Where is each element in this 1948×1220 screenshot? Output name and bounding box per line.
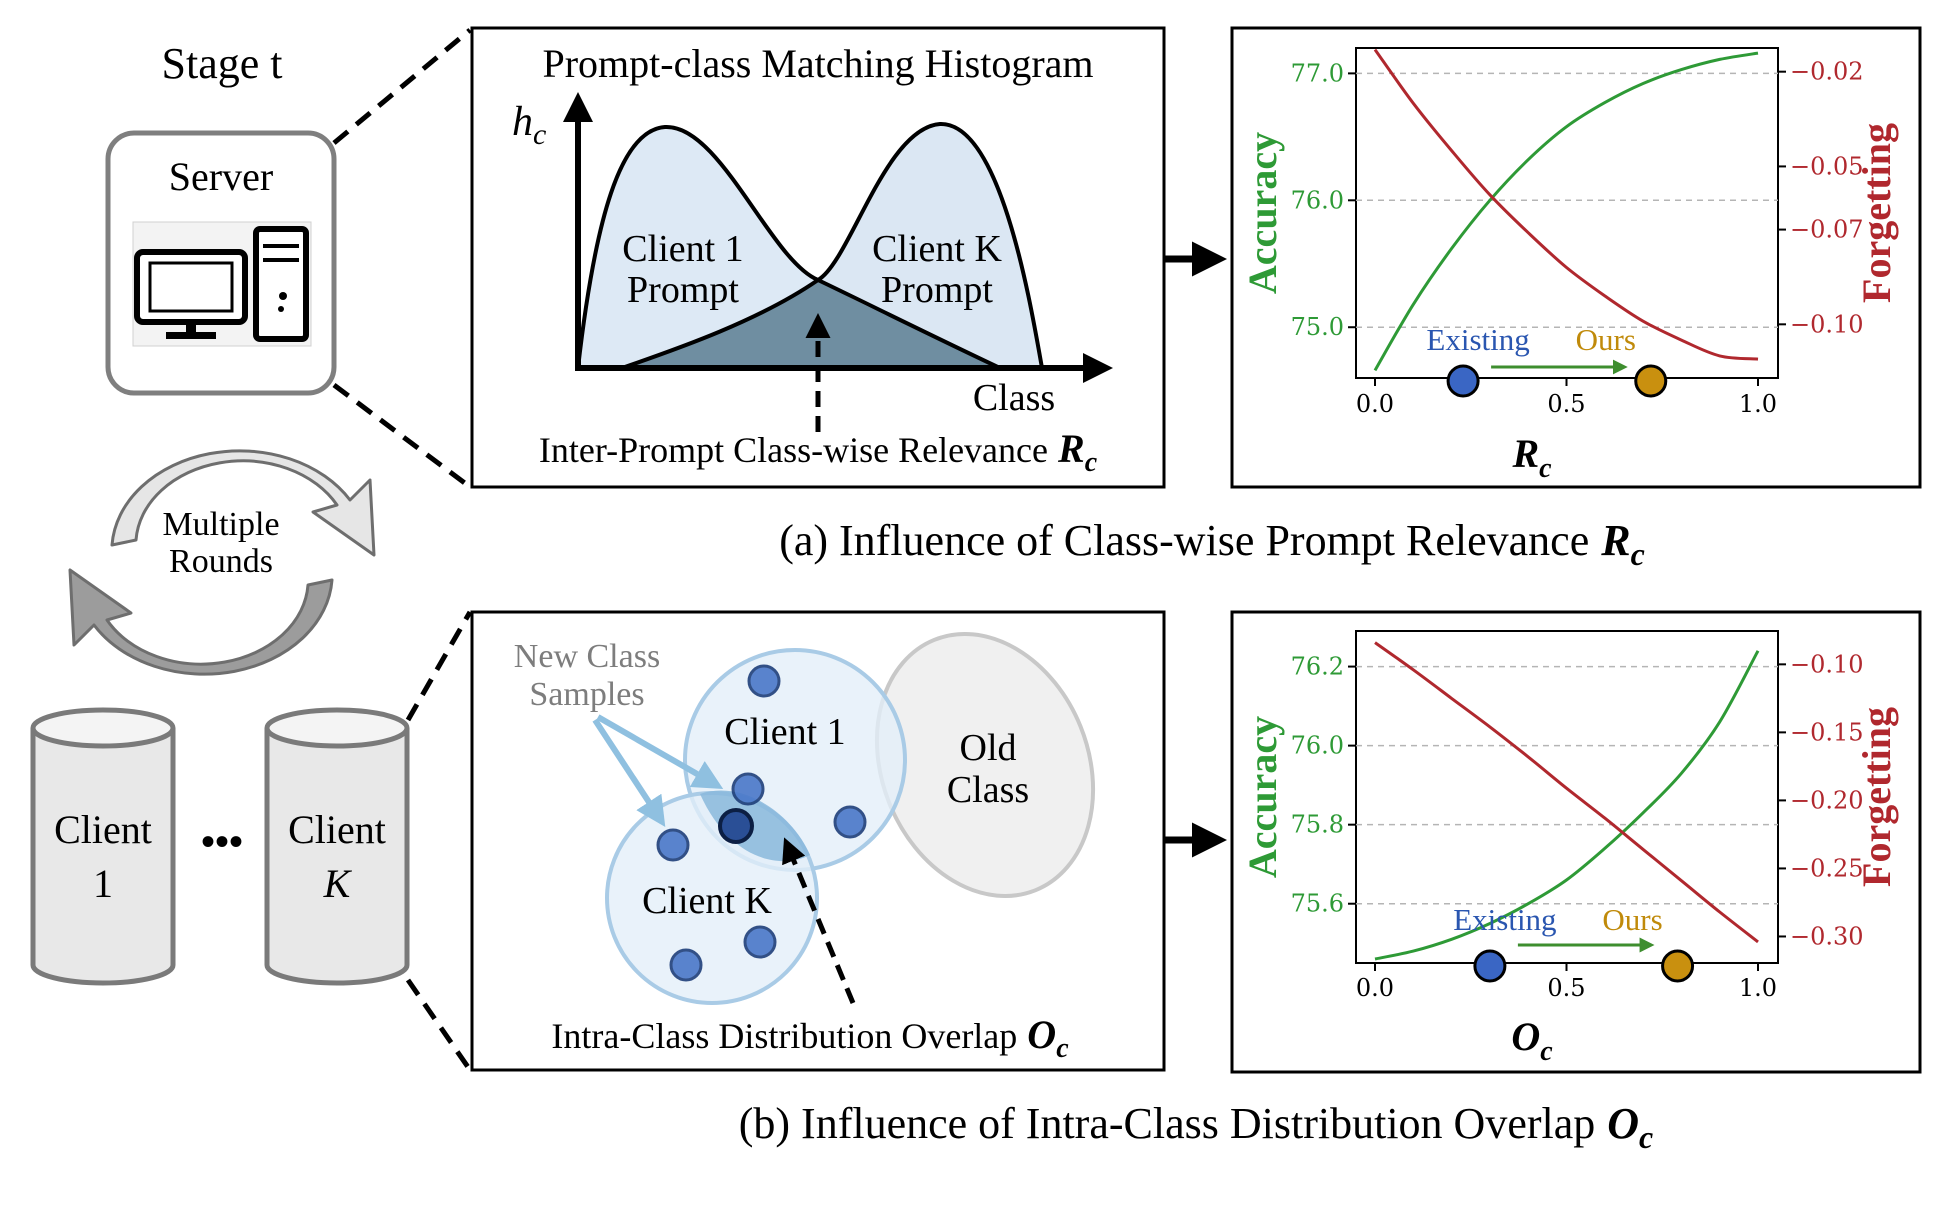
old-class-label-line1: Old	[960, 727, 1017, 769]
chart-b-x-tick-label: 0.5	[1547, 974, 1585, 1002]
new-class-samples-label-line2: Samples	[529, 676, 644, 713]
old-class-region: Old Class	[874, 632, 1096, 898]
chart-a-x-tick-label: 1.0	[1739, 390, 1777, 418]
zoom-line-top-a	[332, 28, 472, 145]
new-class-samples-label-line1: New Class	[514, 638, 660, 675]
chart-a-y-axis-label: Accuracy	[1240, 132, 1285, 294]
chart-b-x-tick-label: 0.0	[1356, 974, 1394, 1002]
client-k-index: K	[323, 861, 353, 906]
client-k-label: Client	[288, 807, 386, 852]
server-label: Server	[169, 154, 273, 199]
chart-a-y-tick-label: 76.0	[1291, 186, 1344, 214]
chart-b-ours-label: Ours	[1602, 902, 1662, 937]
chart-b-y2-tick-label: −0.10	[1790, 650, 1864, 678]
stage-title: Stage t	[162, 39, 283, 88]
sample-points	[656, 664, 867, 982]
chart-a-x-tick-label: 0.5	[1547, 390, 1585, 418]
histogram-y-axis-label: hc	[512, 99, 546, 151]
client-1-distribution-label: Client 1	[724, 711, 845, 753]
chart-b-series-forgetting	[1374, 641, 1759, 944]
chart-b-y-tick-label: 75.8	[1291, 811, 1344, 839]
chart-b-y-tick-label: 75.6	[1291, 890, 1344, 918]
client-1-prompt-label-line1: Client 1	[622, 228, 743, 270]
chart-b-series-accuracy	[1374, 650, 1760, 961]
client-1-database-icon: Client 1	[30, 707, 176, 986]
client-k-prompt-label-line2: Prompt	[881, 269, 993, 311]
chart-a-ours-marker	[1634, 364, 1668, 398]
computer-icon	[132, 221, 312, 347]
chart-a-y2-axis-label: Forgetting	[1854, 123, 1899, 303]
client-k-distribution-label: Client K	[642, 880, 772, 922]
client-k-prompt-label-line1: Client K	[872, 228, 1002, 270]
chart-a-y2-tick-label: −0.07	[1790, 216, 1864, 244]
sample-point	[669, 948, 703, 982]
sample-point	[731, 772, 765, 806]
histogram-title: Prompt-class Matching Histogram	[542, 41, 1093, 86]
chart-b-ours-marker	[1661, 949, 1695, 983]
zoom-line-bottom-a	[332, 383, 472, 489]
chart-a-existing-marker	[1446, 364, 1480, 398]
chart-b-y-tick-label: 76.2	[1291, 653, 1344, 681]
caption-a: (a) Influence of Class-wise Prompt Relev…	[779, 516, 1645, 572]
clients-ellipsis: •••	[201, 819, 243, 864]
client-1-prompt-label-line2: Prompt	[627, 269, 739, 311]
rounds-label-line2: Rounds	[169, 543, 273, 580]
chart-b-y2-tick-label: −0.15	[1790, 718, 1864, 746]
chart-b-y2-axis-label: Forgetting	[1854, 707, 1899, 887]
chart-a-series-accuracy	[1373, 51, 1759, 372]
chart-a-existing-label: Existing	[1426, 322, 1529, 357]
chart-a-border	[1230, 26, 1922, 489]
chart-a-ours-label: Ours	[1576, 322, 1636, 357]
chart-a-series-forgetting	[1373, 48, 1759, 361]
chart-b-y2-tick-label: −0.20	[1790, 786, 1864, 814]
sample-point	[656, 828, 690, 862]
chart-b-existing-marker	[1473, 949, 1507, 983]
chart-a-y2-tick-label: −0.05	[1790, 152, 1864, 180]
samples-pointer-arrow-2	[592, 718, 666, 828]
chart-b-y-tick-label: 76.0	[1291, 732, 1344, 760]
zoom-line-bottom-b	[405, 978, 473, 1072]
chart-b-border	[1230, 610, 1922, 1074]
caption-b: (b) Influence of Intra-Class Distributio…	[739, 1099, 1654, 1155]
chart-a-y2-tick-label: −0.02	[1790, 58, 1864, 86]
rounds-label-line1: Multiple	[162, 506, 279, 543]
client-1-label: Client	[54, 807, 152, 852]
sample-point	[747, 664, 781, 698]
chart-b-y-axis-label: Accuracy	[1240, 716, 1285, 878]
zoom-line-top-b	[405, 610, 473, 722]
chart-b-x-label: Oc	[1511, 1014, 1553, 1067]
sample-point	[833, 805, 867, 839]
chart-b-x-tick-label: 1.0	[1739, 974, 1777, 1002]
sample-point	[743, 925, 777, 959]
chart-b-y2-tick-label: −0.30	[1790, 922, 1864, 950]
chart-b: 75.6 75.8 76.0 76.2 −0.10 −0.15 −0.20 −0.25 −0.3…	[1230, 610, 1922, 1074]
samples-pointer-arrow-1	[596, 714, 724, 789]
overlap-dashed-arrow	[782, 837, 856, 1004]
histogram-x-axis-label: Class	[973, 377, 1055, 419]
chart-a-x-tick-label: 0.0	[1356, 390, 1394, 418]
chart-a-y2-tick-label: −0.10	[1790, 310, 1864, 338]
chart-b-y2-tick-label: −0.25	[1790, 854, 1864, 882]
chart-a-y-tick-label: 75.0	[1291, 313, 1344, 341]
sample-point-overlap	[718, 808, 754, 844]
client-k-database-icon: Client K	[264, 707, 410, 986]
chart-b-existing-label: Existing	[1453, 902, 1556, 937]
multiple-rounds-cycle-icon: Multiple Rounds	[68, 449, 376, 676]
chart-a-y-tick-label: 77.0	[1291, 59, 1344, 87]
chart-a-x-label: Rc	[1511, 431, 1552, 484]
client-1-index: 1	[93, 861, 113, 906]
chart-a: 75.0 76.0 77.0 −0.02 −0.05 −0.07 −0.10 0.0 0.5 1.…	[1230, 26, 1922, 489]
old-class-label-line2: Class	[947, 769, 1029, 811]
